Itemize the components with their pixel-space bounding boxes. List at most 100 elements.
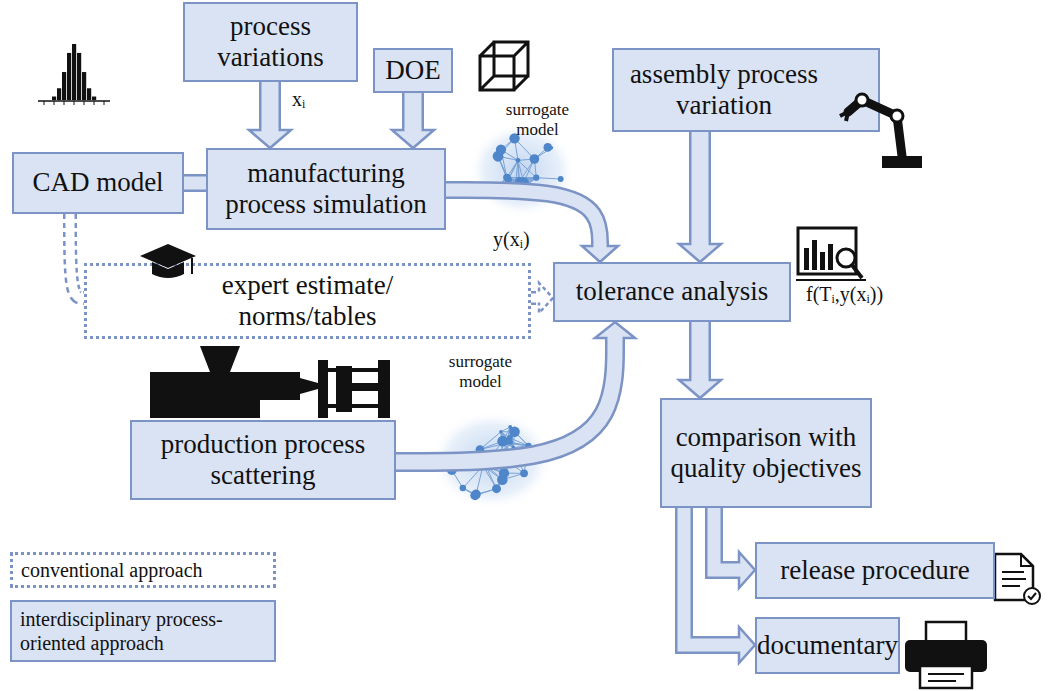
block-arrow: [684, 508, 755, 663]
arrow-joint: [405, 128, 422, 132]
neural-network-icon-part: [558, 176, 564, 182]
neural-network-icon-part: [520, 469, 528, 477]
neural-network-icon-part: [530, 154, 540, 164]
arrow-head: [679, 244, 721, 262]
box-label: production process scattering: [138, 429, 388, 491]
dashed-block-arrow: [531, 283, 553, 313]
block-arrow: [679, 322, 721, 398]
arrow-joint: [692, 378, 709, 382]
box-label: tolerance analysis: [576, 276, 769, 307]
formula-label: xᵢ: [292, 88, 305, 111]
printer-icon: [905, 622, 987, 688]
injection-molding-machine-part: [352, 383, 378, 391]
distribution-icon-part: [54, 101, 55, 105]
distribution-icon-part: [74, 101, 75, 105]
cube-icon-part: [480, 42, 528, 90]
robot-arm-icon-part: [840, 112, 848, 121]
surrogate-model-label: surrogate model: [495, 100, 580, 141]
document-icon-part: [1002, 572, 1026, 586]
distribution-icon-part: [67, 53, 71, 100]
chart-icon-part: [828, 244, 833, 270]
arrow-body: [70, 214, 84, 298]
arrow-joint: [262, 128, 279, 132]
arrow-head: [739, 552, 755, 588]
dashed-box: expert estimate/ norms/tables: [84, 263, 531, 339]
distribution-icon-part: [62, 72, 66, 100]
arrow-outline: [684, 508, 741, 645]
arrow-outline: [259, 82, 281, 132]
surrogate-model-label: surrogate model: [438, 352, 523, 393]
block-arrow: [184, 183, 206, 184]
distribution-icon-part: [44, 101, 45, 105]
robot-arm-icon-part: [856, 94, 868, 106]
process-box: manufacturing process simulation: [206, 148, 446, 230]
process-box: process variations: [183, 2, 358, 82]
chart-icon-part: [796, 279, 866, 281]
distribution-icon: [38, 44, 110, 105]
block-arrow: [396, 322, 635, 462]
robot-arm-icon-part: [891, 110, 903, 122]
document-icon-part: [1021, 554, 1033, 566]
legend-entry: interdisciplinary process-oriented appro…: [10, 600, 276, 662]
printer-icon-part: [928, 674, 964, 681]
distribution-icon-part: [52, 97, 56, 100]
arrow-head: [739, 627, 755, 663]
injection-molding-machine-part: [150, 372, 300, 400]
arrow-body: [531, 294, 541, 303]
distribution-icon-part: [84, 101, 85, 105]
arrow-body: [184, 177, 206, 190]
box-label: assembly process variation: [620, 59, 828, 121]
neural-network-icon-part: [536, 178, 560, 179]
legend-text: conventional approach: [21, 558, 203, 582]
arrow-body: [692, 132, 709, 246]
arrow-outline: [396, 336, 615, 462]
block-arrow: [679, 132, 721, 262]
box-label: CAD model: [32, 167, 163, 198]
distribution-icon-part: [72, 44, 76, 100]
graduation-cap-icon-part: [191, 258, 193, 274]
neural-network-icon-part: [493, 151, 504, 162]
arrow-joint: [537, 294, 541, 303]
neural-network-icon-part: [499, 468, 509, 478]
arrow-joint: [594, 244, 607, 248]
arrow-body: [684, 508, 741, 645]
document-icon-part: [1028, 593, 1036, 599]
legend-entry: conventional approach: [10, 552, 276, 588]
arrow-outline: [714, 508, 741, 570]
chart-icon-part: [798, 228, 856, 274]
process-box: DOE: [373, 48, 453, 93]
robot-arm-icon-part: [882, 156, 922, 168]
neural-network-icon-part: [460, 485, 466, 491]
box-label: manufacturing process simulation: [214, 158, 438, 220]
injection-molding-machine-part: [200, 346, 240, 372]
formula-label: y(xᵢ): [493, 228, 530, 251]
injection-molding-machine-part: [326, 404, 382, 408]
arrow-head: [582, 246, 618, 262]
arrow-joint: [608, 336, 623, 340]
chart-icon-part: [852, 265, 862, 278]
injection-molding-machine-part: [150, 400, 260, 418]
distribution-icon-part: [64, 101, 65, 105]
dashed-block-arrow: [70, 214, 84, 298]
chart-icon: [796, 228, 866, 280]
process-box: CAD model: [12, 152, 184, 214]
neural-network-icon-part: [499, 430, 502, 433]
arrow-outline: [70, 214, 84, 298]
box-label: process variations: [191, 11, 350, 73]
block-arrow: [714, 508, 755, 588]
process-box: assembly process variation: [612, 48, 880, 132]
box-label: expert estimate/ norms/tables: [193, 270, 423, 332]
arrow-outline: [402, 93, 424, 132]
box-label: release procedure: [780, 555, 970, 586]
distribution-icon-part: [82, 72, 86, 100]
document-icon-part: [1024, 588, 1040, 604]
distribution-icon-part: [77, 53, 81, 100]
neural-network-icon-part: [508, 425, 512, 429]
graduation-cap-icon: [140, 244, 196, 278]
chart-icon-part: [812, 240, 817, 270]
injection-molding-machine: [150, 346, 390, 418]
arrow-body: [405, 93, 422, 132]
process-box: documentary: [755, 617, 900, 674]
block-arrow: [392, 93, 434, 148]
chart-icon-part: [820, 252, 825, 270]
